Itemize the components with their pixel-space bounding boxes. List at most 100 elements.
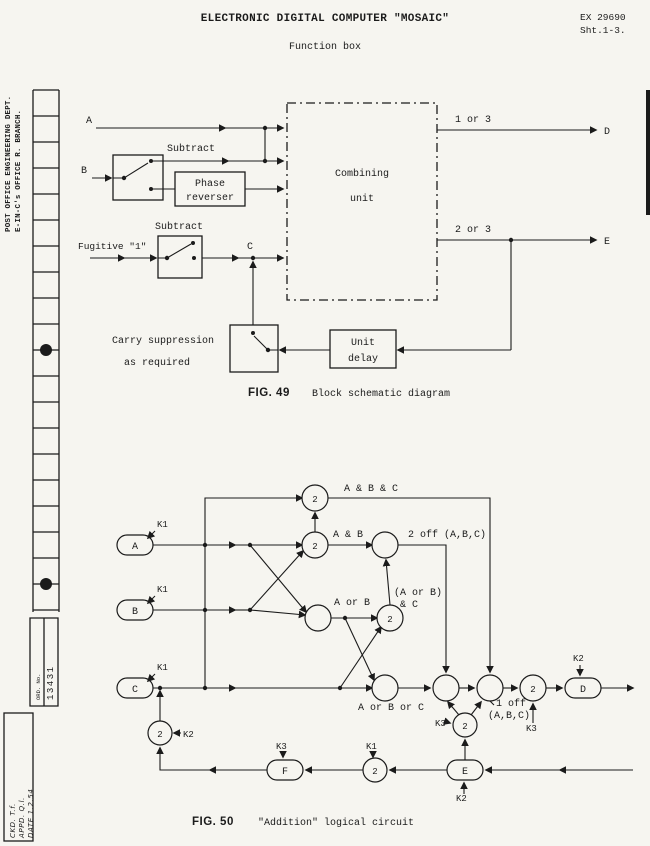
gate-1off [476,674,504,702]
label-1-off-line2: (A,B,C) [488,710,530,722]
fig49-output-1or3-label: 1 or 3 [455,115,491,126]
label-a-and-b: A & B [333,530,363,541]
gate-or-aorborc [371,674,399,702]
svg-text:K2: K2 [456,794,467,804]
k1-annotation-gate-f: K1 [366,742,377,759]
gate-threshold-label: 2 [387,615,392,625]
order-number-box [29,617,59,707]
drawing-reference: EX 29690 Sht.1-3. [580,11,626,37]
label-a-or-b-or-c: A or B or C [358,703,424,714]
gate-and-ab: 2 [301,531,329,559]
label-1-off-line1: 1 off [496,698,526,710]
svg-text:K3: K3 [276,742,287,752]
combining-unit-label-2: unit [350,193,374,205]
svg-text:K1: K1 [366,742,377,752]
fig49-input-b-label: B [81,166,87,177]
fig49-carry-label-2: as required [124,357,190,369]
k2-annotation-feedback-c: K2 [172,729,194,740]
page-title: ELECTRONIC DIGITAL COMPUTER "MOSAIC" [200,13,450,25]
fig50-addition-circuit: 2 2 2 2 2 [116,484,635,829]
k1-annotation-b: K1 [146,585,168,605]
subtract-switch-b [112,154,164,201]
fig49-block-schematic: Combining unit Phase reverser [78,102,610,400]
node-c-label: C [132,685,138,696]
unit-delay-label-2: delay [348,353,378,365]
k2-annotation-d: K2 [573,654,584,677]
fig50-caption-number: FIG. 50 [192,816,234,828]
k1-annotation-c: K1 [146,663,168,683]
fig50-wires [153,494,635,774]
fig49-output-d-label: D [604,127,610,138]
gate-threshold-label: 2 [312,542,317,552]
binder-margin-strip [32,89,60,612]
label-aorb-c-1: (A or B) [394,587,442,599]
binder-hole-bottom [40,578,52,590]
node-c: C [116,677,154,699]
fig49-caption-number: FIG. 49 [248,387,290,399]
svg-text:K1: K1 [157,663,168,673]
phase-reverser-label-2: reverser [186,193,234,204]
gate-mixer [432,674,460,702]
unit-delay-box: Unit delay [329,329,397,369]
svg-text:K2: K2 [183,730,194,740]
subtract-switch-fugitive [157,235,203,279]
node-a: A [116,534,154,556]
phase-reverser-box: Phase reverser [174,171,246,207]
node-e-label: E [462,767,468,778]
node-d: D [564,677,602,699]
fig49-subtract-label-bottom: Subtract [155,221,203,233]
k1-annotation-a: K1 [146,520,168,540]
svg-text:K3: K3 [435,719,446,729]
gate-and-abc: 2 [301,484,329,512]
fig49-node-c-label: C [247,242,253,253]
combining-unit-label-1: Combining [335,168,389,180]
fig50-caption-text: "Addition" logical circuit [258,817,414,829]
fig49-subtract-label-top: Subtract [167,143,215,155]
fig49-fugitive-label: Fugitive "1" [78,241,146,252]
gate-feedback-f: 2 [362,757,388,783]
scan-edge-artifact [646,90,650,215]
gate-and-sum: 2 [519,674,547,702]
gate-threshold-label: 2 [312,495,317,505]
node-f: F [266,759,304,781]
svg-text:K1: K1 [157,585,168,595]
label-2-off: 2 off (A,B,C) [408,529,486,541]
node-d-label: D [580,685,586,696]
gate-threshold-label: 2 [372,767,377,777]
svg-text:K3: K3 [526,724,537,734]
fig49-wires [90,124,598,354]
fig49-output-e-label: E [604,237,610,248]
unit-delay-label-1: Unit [351,337,375,349]
gate-or-aorb [304,604,332,632]
page-subtitle: Function box [288,42,361,53]
k3-annotation-feedback-e: K3 [435,717,452,729]
k3-annotation-sum-gate: K3 [526,702,537,734]
label-aorb-c-2: & C [400,600,418,611]
node-b-label: B [132,607,138,618]
gate-feedback-e: 2 [452,712,478,738]
fig49-input-a-label: A [86,116,92,127]
binder-hole-top [40,344,52,356]
sheet-number: Sht.1-3. [580,25,626,36]
node-e: E [446,759,484,781]
gate-threshold-label: 2 [462,722,467,732]
fig49-caption-text: Block schematic diagram [312,388,450,400]
carry-suppression-switch [229,324,279,373]
svg-text:K1: K1 [157,520,168,530]
approval-box [3,712,34,842]
gate-feedback-c: 2 [147,720,173,746]
reference-number: EX 29690 [580,12,626,23]
k2-annotation-e: K2 [456,781,468,804]
gate-and-aorb-c: 2 [376,604,404,632]
node-a-label: A [132,542,138,553]
combining-unit-box: Combining unit [286,102,438,301]
gate-threshold-label: 2 [530,685,535,695]
k3-annotation-f: K3 [276,742,287,759]
phase-reverser-label-1: Phase [195,178,225,190]
svg-text:K2: K2 [573,654,584,664]
fig49-output-2or3-label: 2 or 3 [455,225,491,236]
gate-threshold-label: 2 [157,730,162,740]
node-b: B [116,599,154,621]
